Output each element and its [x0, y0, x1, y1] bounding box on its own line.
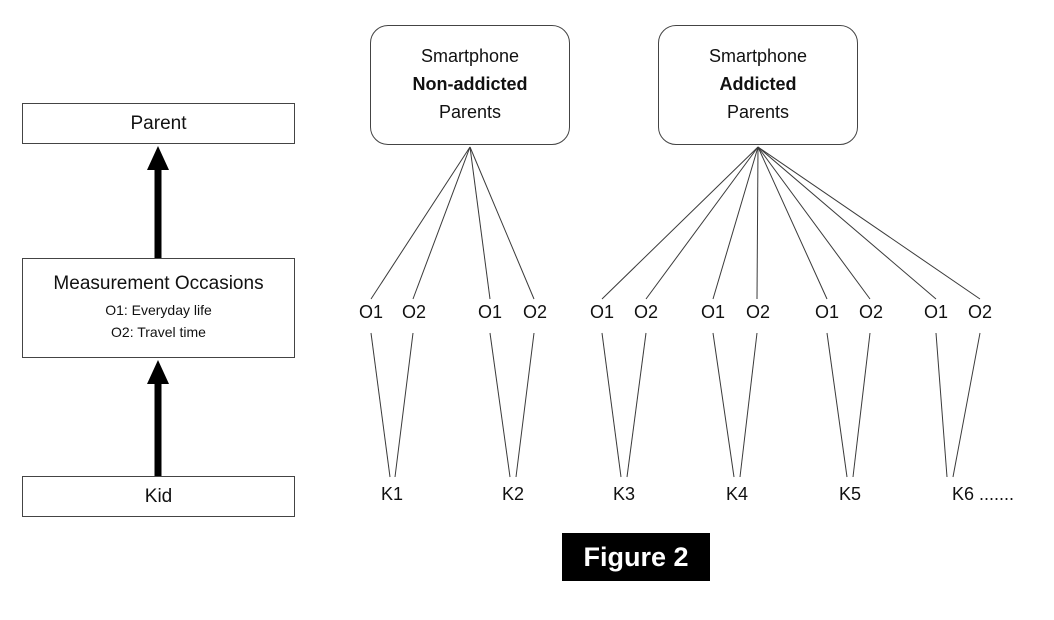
kid-label-k3: K3: [612, 484, 636, 504]
kid-label-k4: K4: [725, 484, 749, 504]
figure-caption-label: Figure 2: [583, 541, 689, 572]
kid-label-k6: K6 .......: [951, 484, 1015, 504]
occasion-label-k4-o1: O1: [700, 302, 726, 322]
group2-line3: Parents: [726, 101, 790, 122]
occasion-label-k2-o2: O2: [522, 302, 548, 322]
group1-line3: Parents: [438, 101, 502, 122]
kid-box: Kid: [22, 476, 295, 517]
group1-line2: Non-addicted: [412, 74, 528, 95]
occasion-label-k6-o1: O1: [923, 302, 949, 322]
occasion-to-kid-lines: [370, 332, 981, 478]
occasion-label-k1-o1: O1: [358, 302, 384, 322]
parent-box-label: Parent: [130, 112, 187, 134]
parent-box: Parent: [22, 103, 295, 144]
kid-label-k2: K2: [501, 484, 525, 504]
occasion-label-k3-o1: O1: [589, 302, 615, 322]
fan-lines-addicted: [601, 146, 981, 300]
group-box-nonaddicted-parents: Smartphone Non-addicted Parents: [370, 25, 570, 145]
arrow-measurement-to-parent: [147, 146, 169, 258]
kid-label-k1: K1: [380, 484, 404, 504]
group-box-addicted-parents: Smartphone Addicted Parents: [658, 25, 858, 145]
occasion-label-k3-o2: O2: [633, 302, 659, 322]
occasion-label-k4-o2: O2: [745, 302, 771, 322]
group2-line2: Addicted: [719, 74, 797, 95]
figure-caption-box: Figure 2: [562, 533, 710, 581]
kid-box-label: Kid: [144, 485, 173, 507]
arrow-kid-to-measurement: [147, 360, 169, 476]
occasion-label-k6-o2: O2: [967, 302, 993, 322]
group2-line1: Smartphone: [708, 46, 808, 67]
occasion-label-k1-o2: O2: [401, 302, 427, 322]
measurement-occasions-box: Measurement Occasions O1: Everyday life …: [22, 258, 295, 358]
measurement-occasion-1: O1: Everyday life: [105, 302, 212, 319]
occasion-label-k5-o1: O1: [814, 302, 840, 322]
fan-lines-nonaddicted: [370, 146, 535, 300]
measurement-box-title: Measurement Occasions: [53, 273, 264, 295]
occasion-label-k5-o2: O2: [858, 302, 884, 322]
group1-line1: Smartphone: [420, 46, 520, 67]
measurement-occasion-2: O2: Travel time: [111, 324, 206, 340]
occasion-label-k2-o1: O1: [477, 302, 503, 322]
kid-label-k5: K5: [838, 484, 862, 504]
